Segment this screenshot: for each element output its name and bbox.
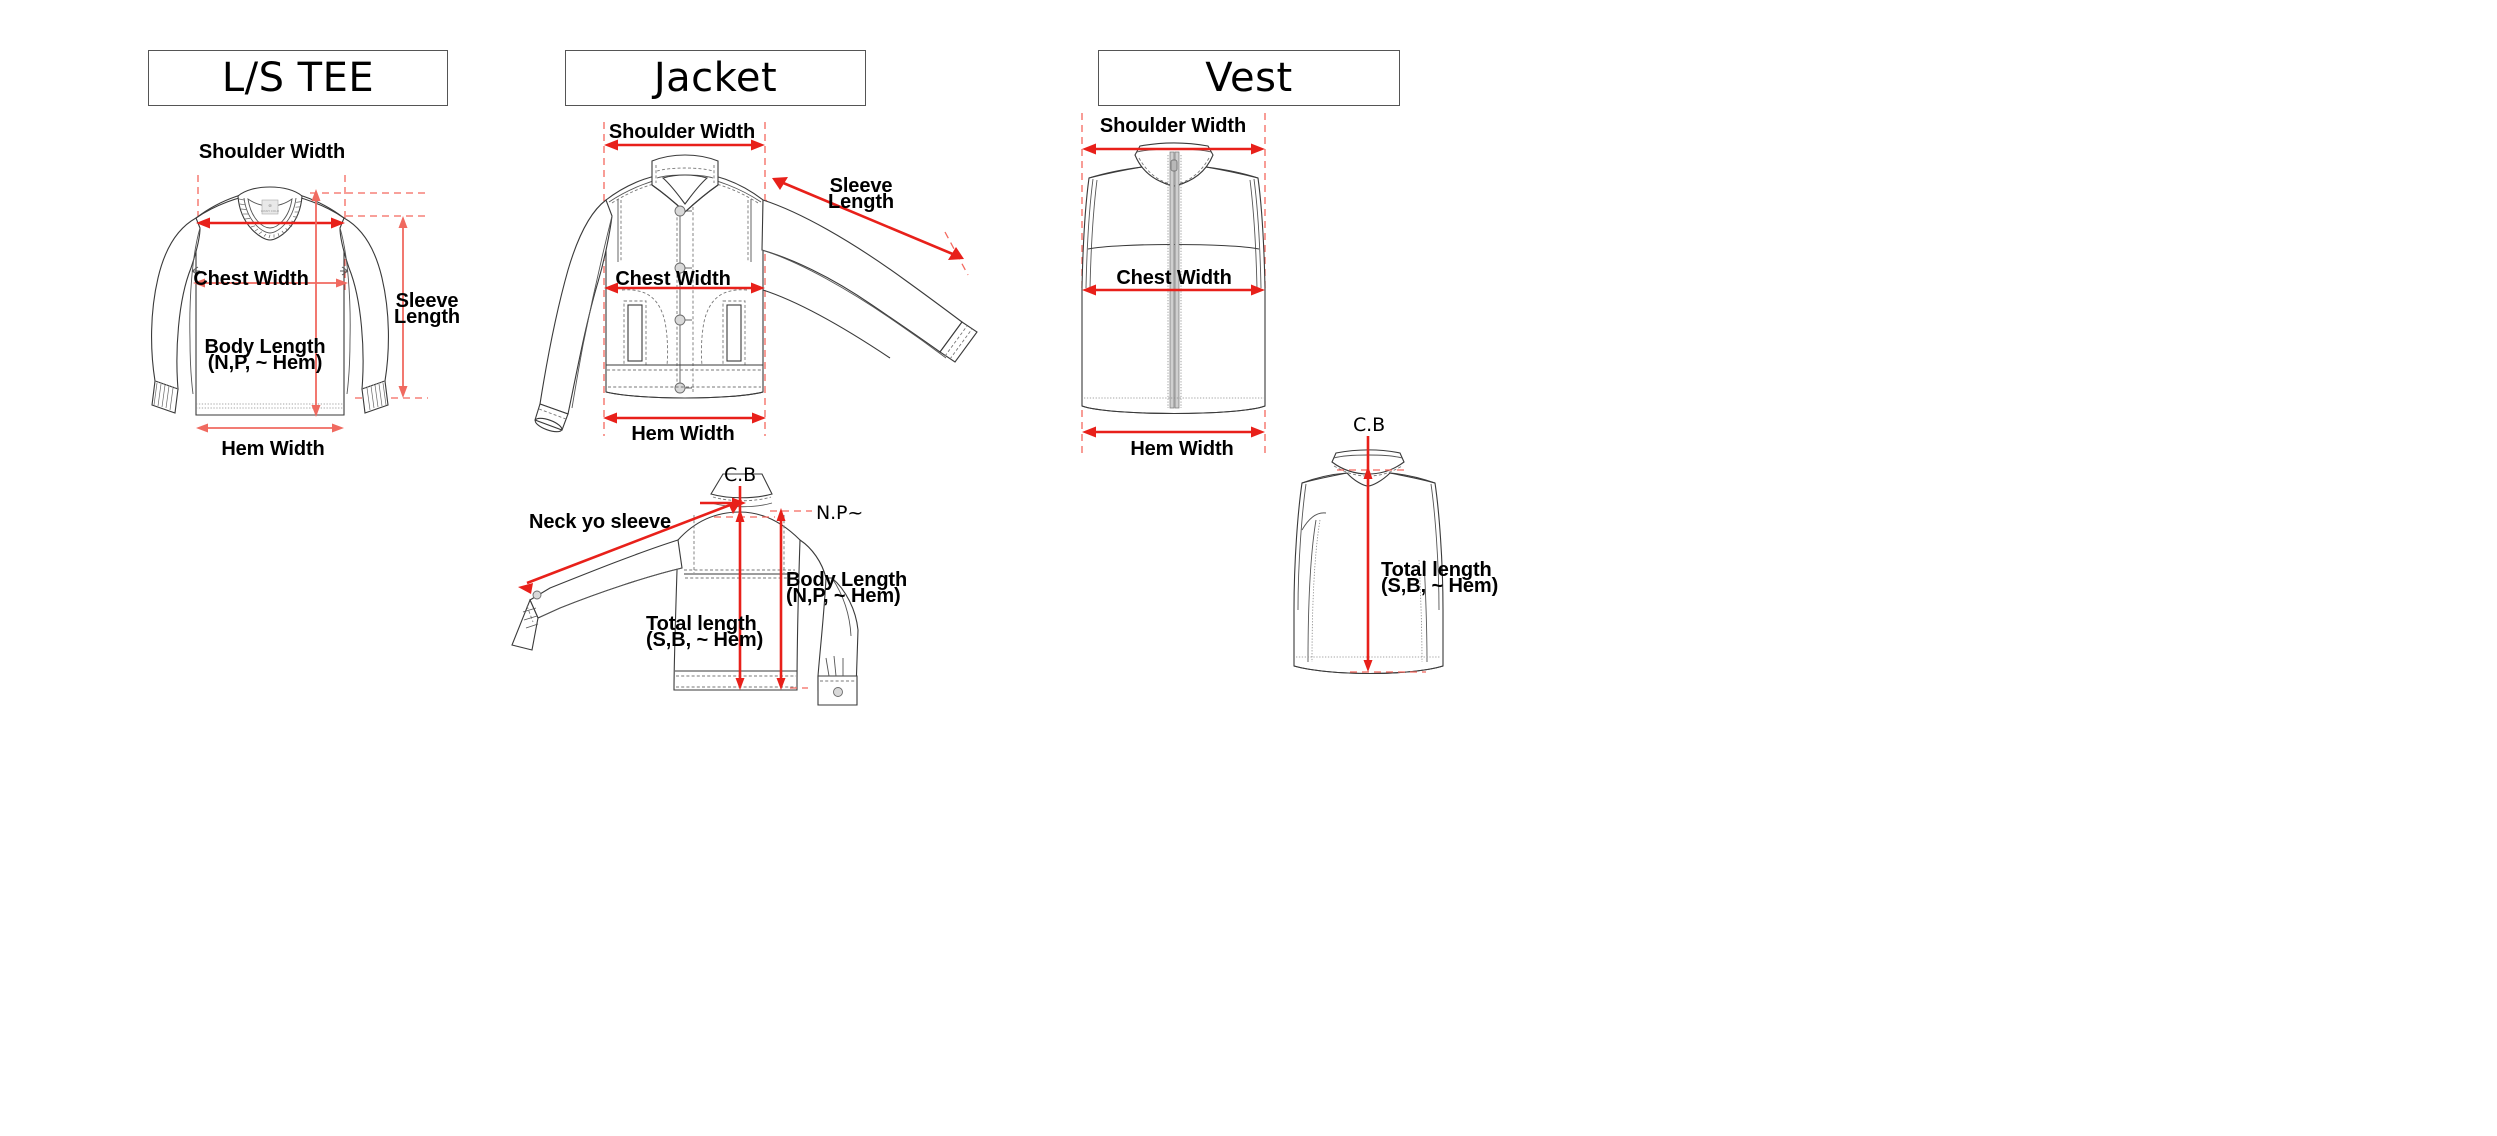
vest-title-box: Vest: [1098, 50, 1400, 106]
vest-chest-width-label: Chest Width: [1116, 267, 1232, 289]
jacket-sleeve-length-label-line2: Length: [827, 191, 895, 213]
vest-cb-label: C.B: [1352, 414, 1386, 436]
vest-hem-width-label: Hem Width: [1130, 438, 1234, 460]
ls-tee-body-length-label-line1: Body Length: [204, 336, 326, 358]
ls-tee-sleeve-length-label-line1: Sleeve: [395, 290, 459, 312]
ls-tee-body-length-label-line2: (N,P, ~ Hem): [207, 352, 323, 374]
ls-tee-shoulder-width-label: Shoulder Width: [198, 141, 346, 163]
jacket-body-length-label-line2: (N,P, ~ Hem): [786, 585, 901, 607]
vest-total-length-label-line1: Total length: [1381, 559, 1492, 581]
panel-ls-tee: L/S TEE: [0, 0, 830, 800]
jacket-np-label: N.P~: [816, 502, 864, 524]
ls-tee-title-box: L/S TEE: [148, 50, 448, 106]
jacket-sleeve-length-label-line1: Sleeve: [829, 175, 893, 197]
vest-total-length-label-line2: (S,B, ~ Hem): [1381, 575, 1499, 597]
panel-jacket: Jacket: [0, 0, 1100, 1136]
jacket-hem-width-label: Hem Width: [631, 423, 735, 445]
ls-tee-drawing: ⊗ WASH COLD: [151, 175, 428, 433]
jacket-total-length-label-line2: (S,B, ~ Hem): [646, 629, 764, 651]
jacket-title: Jacket: [653, 55, 778, 101]
jacket-cb-label: C.B: [723, 464, 757, 486]
ls-tee-chest-width-label: Chest Width: [193, 268, 309, 290]
ls-tee-hem-width-label: Hem Width: [221, 438, 325, 460]
jacket-total-length-label-line1: Total length: [646, 613, 757, 635]
jacket-body-length-label-line1: Body Length: [786, 569, 908, 591]
svg-text:WASH COLD: WASH COLD: [261, 209, 280, 213]
jacket-drawing: [511, 122, 978, 706]
vest-title: Vest: [1205, 55, 1293, 101]
jacket-neck-yo-sleeve-label: Neck yo sleeve: [528, 511, 672, 533]
svg-text:⊗: ⊗: [268, 204, 272, 209]
jacket-chest-width-label: Chest Width: [615, 268, 731, 290]
jacket-shoulder-width-label: Shoulder Width: [608, 121, 756, 143]
ls-tee-sleeve-length-label-line2: Length: [393, 306, 461, 328]
ls-tee-title: L/S TEE: [221, 55, 375, 101]
jacket-title-box: Jacket: [565, 50, 866, 106]
vest-shoulder-width-label: Shoulder Width: [1099, 115, 1247, 137]
